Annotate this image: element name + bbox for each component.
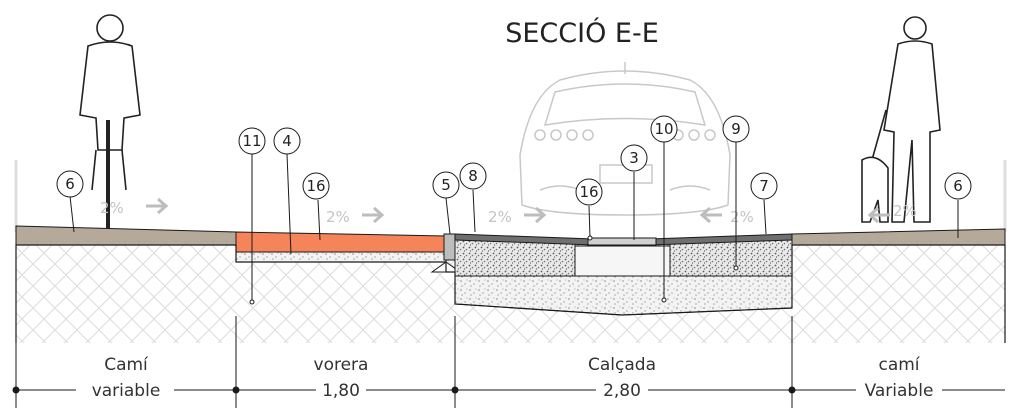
slope-indicator-1: 2%	[100, 197, 169, 217]
section-title: SECCIÓ E-E	[505, 17, 659, 49]
slope-label-3: 2%	[488, 208, 512, 226]
dim-value-cami-left: variable	[92, 381, 161, 401]
slope-label-1: 2%	[100, 199, 124, 217]
dim-name-calcada: Calçada	[588, 355, 656, 375]
dim-name-cami-left: Camí	[104, 355, 149, 375]
right-path-surface	[791, 228, 1006, 246]
sidewalk-surface	[235, 231, 447, 253]
svg-text:16: 16	[579, 183, 598, 201]
car-icon	[519, 62, 731, 216]
slope-indicator-2: 2%	[326, 206, 385, 226]
callout-4: 4	[273, 127, 301, 155]
svg-text:4: 4	[282, 132, 292, 150]
drainage-channel-base	[574, 245, 671, 277]
leader-lines	[69, 142, 959, 302]
dim-value-bg-4	[856, 378, 942, 400]
svg-text:16: 16	[306, 177, 325, 195]
svg-text:8: 8	[468, 167, 478, 185]
dim-value-cami-right: Variable	[865, 381, 934, 401]
callout-9: 9	[722, 115, 750, 143]
slope-label-5: 2%	[893, 202, 917, 220]
curb	[443, 233, 456, 261]
dim-name-cami-right: camí	[878, 355, 920, 375]
leader-dots	[249, 235, 739, 305]
left-path-surface	[15, 225, 237, 246]
dim-value-bg-2	[316, 378, 366, 400]
svg-text:11: 11	[242, 132, 261, 150]
dim-value-calcada: 2,80	[603, 381, 641, 401]
slope-indicator-3: 2%	[488, 206, 547, 226]
callout-3: 3	[620, 144, 648, 172]
excavation-outline	[15, 244, 1006, 343]
roadway-base-right	[669, 239, 793, 277]
slope-indicator-5: 2%	[867, 202, 917, 224]
central-gutter	[587, 237, 657, 246]
callout-16-road: 16	[575, 178, 603, 206]
callout-10: 10	[650, 115, 678, 143]
slope-label-2: 2%	[326, 208, 350, 226]
callout-6-left: 6	[56, 170, 84, 198]
sidewalk-base	[235, 251, 447, 263]
callout-7: 7	[750, 172, 778, 200]
callout-5: 5	[432, 171, 460, 199]
callout-16-sidewalk: 16	[302, 172, 330, 200]
svg-text:3: 3	[629, 149, 639, 167]
svg-text:6: 6	[65, 175, 75, 193]
svg-text:5: 5	[441, 176, 451, 194]
slope-indicator-4: 2%	[699, 206, 754, 226]
dim-value-bg-3	[596, 378, 648, 400]
roadway-base-left	[454, 239, 576, 277]
cyclist-icon	[79, 14, 141, 228]
svg-text:9: 9	[731, 120, 741, 138]
dim-name-vorera: vorera	[314, 355, 369, 375]
svg-text:6: 6	[953, 177, 963, 195]
dimension-ticks	[12, 386, 796, 394]
dim-value-bg-1	[76, 378, 174, 400]
callout-8: 8	[459, 162, 487, 190]
dimension-line	[14, 316, 1005, 408]
slope-label-4: 2%	[730, 208, 754, 226]
svg-text:7: 7	[759, 177, 769, 195]
svg-text:10: 10	[654, 120, 673, 138]
callout-6-right: 6	[944, 172, 972, 200]
callout-11: 11	[238, 127, 266, 155]
dim-value-vorera: 1,80	[322, 381, 360, 401]
pedestrian-with-dog-icon	[861, 16, 941, 223]
